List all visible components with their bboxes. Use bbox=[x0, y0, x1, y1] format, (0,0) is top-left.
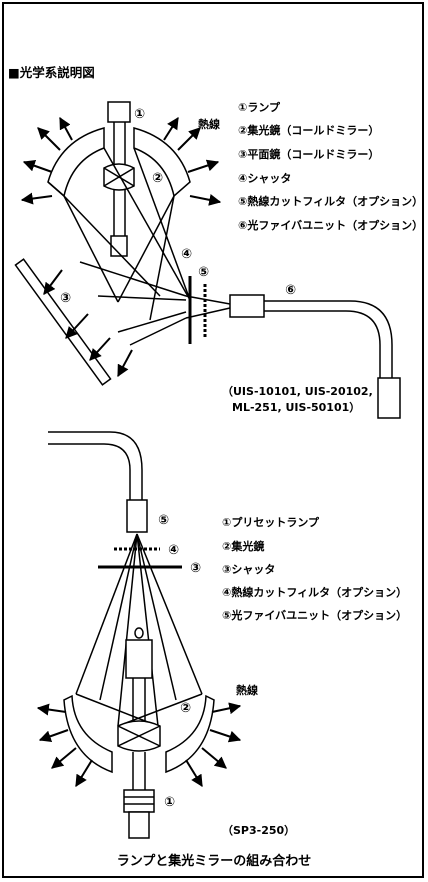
top-heat-arrows bbox=[20, 116, 222, 378]
bottom-lamp-socket bbox=[123, 789, 155, 813]
bottom-marker-5: ⑤ bbox=[158, 513, 169, 528]
top-marker-2: ② bbox=[152, 171, 163, 186]
top-marker-4: ④ bbox=[181, 247, 192, 262]
top-optical-system bbox=[14, 101, 401, 419]
figure-title: ■光学系説明図 bbox=[8, 65, 95, 80]
top-marker-6: ⑥ bbox=[285, 283, 296, 298]
top-lamp-socket bbox=[107, 101, 131, 123]
bottom-marker-3: ③ bbox=[190, 561, 201, 576]
top-plane-mirror bbox=[14, 258, 112, 386]
bottom-model: （SP3-250） bbox=[222, 824, 296, 837]
top-legend-item-5: ⑤熱線カットフィルタ（オプション） bbox=[238, 195, 424, 208]
bottom-lamp-top bbox=[125, 639, 153, 679]
top-marker-1: ① bbox=[134, 107, 145, 122]
bottom-heat-arrows bbox=[36, 702, 242, 788]
top-legend-item-4: ④シャッタ bbox=[238, 172, 292, 185]
top-marker-5: ⑤ bbox=[198, 265, 209, 280]
top-legend-item-1: ①ランプ bbox=[238, 101, 280, 114]
bottom-legend-item-2: ②集光鏡 bbox=[222, 540, 265, 553]
top-fiber-head bbox=[229, 294, 265, 318]
bottom-legend-item-5: ⑤光ファイバユニット（オプション） bbox=[222, 609, 408, 622]
top-models-line-1: （UIS-10101, UIS-20102, bbox=[222, 385, 373, 398]
top-fiber-cable bbox=[264, 300, 393, 378]
top-reflector bbox=[47, 127, 105, 198]
bottom-fiber-head bbox=[126, 499, 148, 533]
bottom-legend-item-1: ①プリセットランプ bbox=[222, 516, 319, 529]
figure-caption: ランプと集光ミラーの組み合わせ bbox=[116, 854, 312, 869]
bottom-marker-2: ② bbox=[180, 701, 191, 716]
top-legend-item-6: ⑥光ファイバユニット（オプション） bbox=[238, 219, 424, 232]
bottom-heat-label: 熱線 bbox=[236, 683, 258, 697]
bottom-legend-item-3: ③シャッタ bbox=[222, 563, 276, 576]
top-legend-item-2: ②集光鏡（コールドミラー） bbox=[238, 124, 380, 137]
bottom-optical-system bbox=[48, 431, 215, 839]
bottom-legend-item-4: ④熱線カットフィルタ（オプション） bbox=[222, 586, 408, 599]
bottom-fiber-cable bbox=[48, 431, 143, 500]
top-models-line-2: ML-251, UIS-50101） bbox=[232, 401, 361, 414]
top-fiber-end bbox=[377, 377, 401, 419]
top-heat-label: 熱線 bbox=[198, 117, 220, 131]
bottom-reflector bbox=[63, 694, 113, 774]
bottom-marker-4: ④ bbox=[168, 543, 179, 558]
top-legend-item-3: ③平面鏡（コールドミラー） bbox=[238, 148, 380, 161]
bottom-marker-1: ① bbox=[164, 795, 175, 810]
top-marker-3: ③ bbox=[60, 291, 71, 306]
